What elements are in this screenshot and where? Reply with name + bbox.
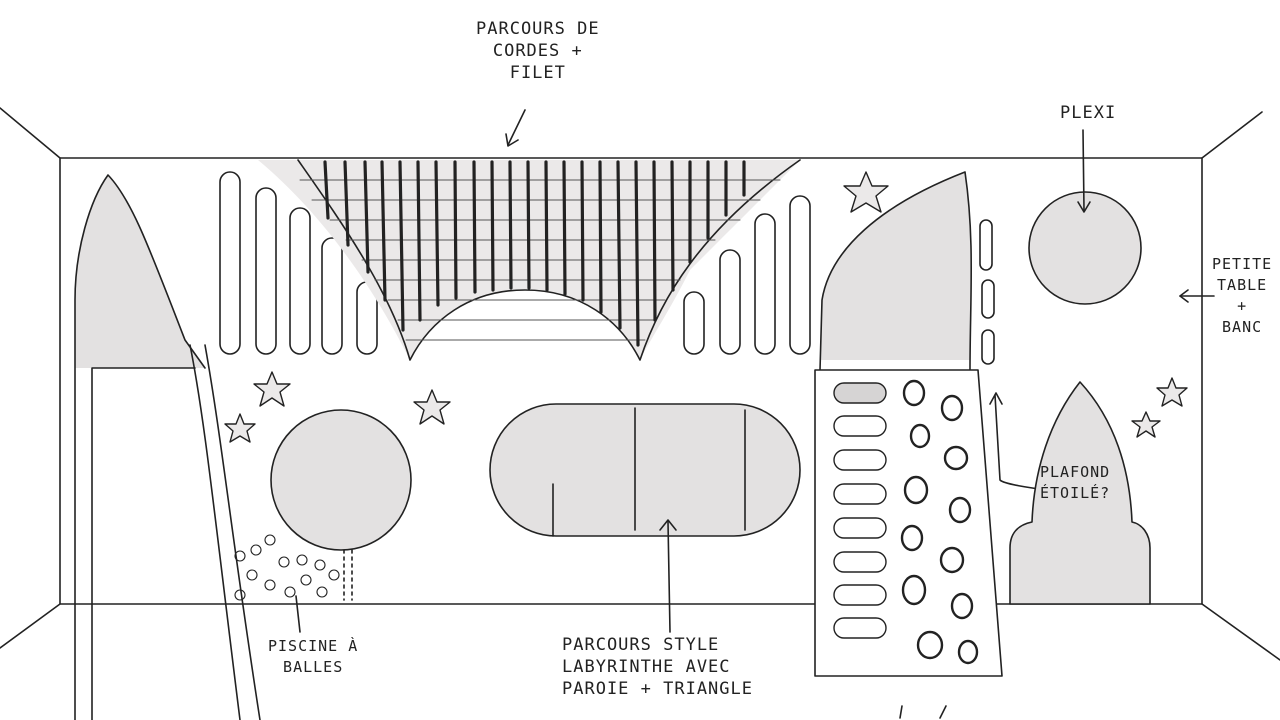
climbing-tower bbox=[814, 171, 1049, 677]
small-rocket bbox=[1009, 381, 1151, 605]
room-outline bbox=[0, 107, 1280, 661]
note-line: Plexi bbox=[1060, 103, 1117, 123]
rope-net-course bbox=[258, 109, 801, 361]
rocket-slide bbox=[74, 174, 261, 720]
note-line: paroie + triangle bbox=[562, 679, 753, 699]
table-arrow bbox=[1179, 289, 1215, 303]
stars bbox=[224, 171, 1188, 443]
ball-pit bbox=[234, 409, 412, 633]
note-line: table bbox=[1217, 276, 1268, 294]
note-line: Parcours style bbox=[562, 635, 720, 655]
note-ceiling: Plafond étoilé? bbox=[1040, 462, 1110, 504]
note-rope-course: Parcours de cordes + filet bbox=[476, 18, 600, 84]
note-line: Parcours de bbox=[476, 19, 600, 39]
note-maze: Parcours style labyrinthe avec paroie + … bbox=[562, 634, 753, 700]
vertical-slots-right bbox=[683, 195, 811, 355]
note-line: banc bbox=[1222, 318, 1263, 336]
note-line: balles bbox=[283, 658, 344, 676]
note-line: Plafond bbox=[1040, 463, 1111, 481]
note-ball-pit: Piscine à balles bbox=[268, 636, 358, 678]
note-line: cordes + bbox=[492, 41, 583, 61]
note-plexi: Plexi bbox=[1060, 102, 1116, 124]
note-line: filet bbox=[509, 63, 566, 83]
maze-capsule bbox=[489, 403, 801, 633]
note-table: Petite table + banc bbox=[1212, 254, 1272, 338]
note-line: + bbox=[1237, 297, 1248, 315]
plexi-porthole bbox=[1028, 129, 1142, 305]
note-line: étoilé? bbox=[1040, 484, 1111, 502]
note-line: Piscine à bbox=[268, 637, 359, 655]
vertical-slots-left bbox=[219, 171, 378, 355]
note-line: labyrinthe avec bbox=[562, 657, 731, 677]
note-line: Petite bbox=[1212, 255, 1273, 273]
